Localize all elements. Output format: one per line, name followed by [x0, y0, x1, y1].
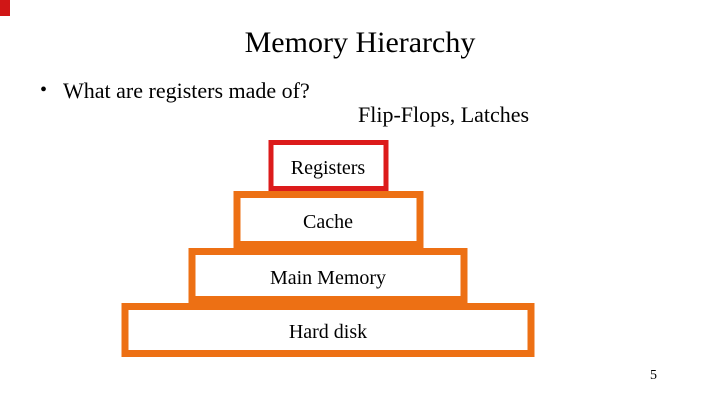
slide-title: Memory Hierarchy	[244, 26, 476, 59]
bullet-text: What are registers made of?	[63, 78, 310, 103]
pyramid-box-cache: Cache	[233, 191, 423, 248]
bullet-item: • What are registers made of?	[40, 78, 310, 103]
pyramid-label: Cache	[303, 210, 353, 233]
pyramid-label: Hard disk	[288, 321, 368, 343]
answer-text: Flip-Flops, Latches	[358, 102, 530, 127]
pyramid-box-main-memory: Main Memory	[188, 248, 468, 303]
page-number: 5	[650, 368, 657, 383]
pyramid-box-hard-disk: Hard disk	[121, 303, 535, 357]
memory-hierarchy-pyramid: Registers Cache Main Memory Hard disk	[121, 140, 535, 357]
pyramid-box-registers: Registers	[268, 140, 388, 191]
bullet-marker: •	[40, 79, 48, 101]
pyramid-label: Registers	[290, 156, 366, 179]
pyramid-label: Main Memory	[269, 266, 387, 289]
red-corner-mark	[0, 0, 10, 16]
